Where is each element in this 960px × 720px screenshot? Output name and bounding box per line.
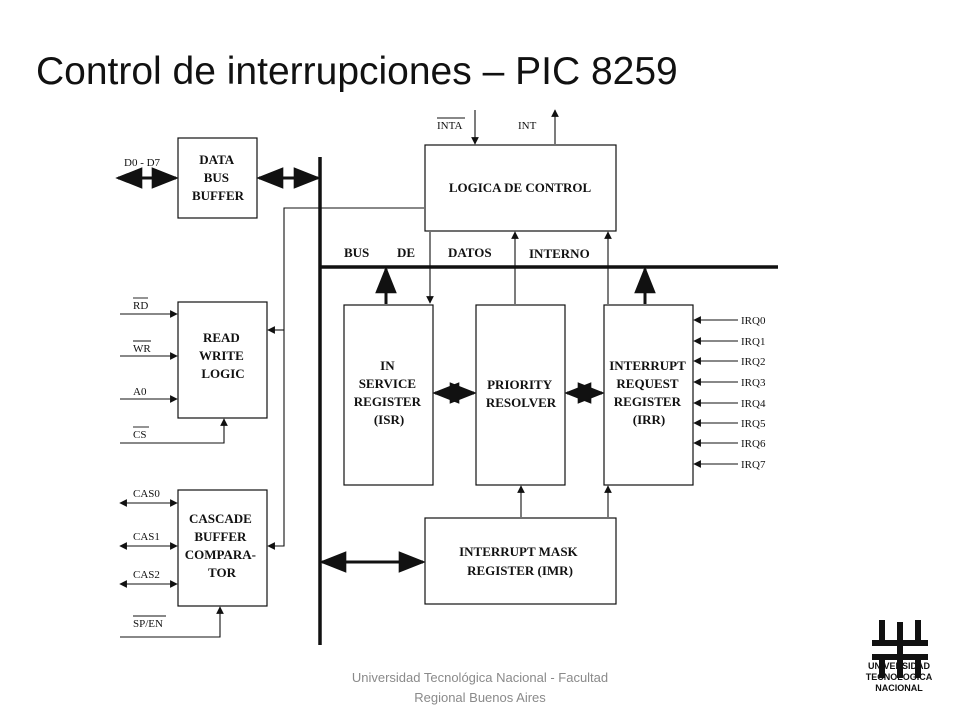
isr-block	[343, 304, 434, 486]
irq-label-1: IRQ1	[741, 336, 765, 348]
signal-inta: INTA	[437, 120, 462, 132]
priority-resolver-label: PRIORITY RESOLVER	[486, 377, 557, 410]
signal-cas1: CAS1	[133, 531, 160, 543]
bus-word-interno: INTERNO	[529, 246, 590, 261]
signal-wr: WR	[133, 343, 151, 355]
irq-label-7: IRQ7	[741, 459, 766, 471]
footer: Universidad Tecnológica Nacional - Facul…	[330, 668, 630, 708]
footer-line-2: Regional Buenos Aires	[414, 690, 546, 705]
logo-line-3: NACIONAL	[875, 683, 923, 693]
signal-int: INT	[518, 120, 537, 132]
signal-cas0: CAS0	[133, 488, 160, 500]
irr-block	[603, 304, 694, 486]
irq-label-0: IRQ0	[741, 315, 766, 327]
data-bus-buffer-label: DATA BUS BUFFER	[192, 152, 245, 203]
bus-word-de: DE	[397, 245, 415, 260]
irq-label-6: IRQ6	[741, 438, 766, 450]
imr-label: INTERRUPT MASK REGISTER (IMR)	[459, 544, 581, 578]
cascade-buffer-label: CASCADE BUFFER COMPARA- TOR	[185, 511, 260, 580]
irr-label: INTERRUPT REQUEST REGISTER (IRR)	[609, 358, 689, 427]
irq-input-arrows	[693, 316, 738, 468]
data-bus-arrows	[115, 167, 656, 573]
utn-logo-text: UNIVERSIDAD TECNOLOGICA NACIONAL	[844, 661, 954, 694]
control-logic-block	[424, 144, 617, 232]
signal-d0-d7: D0 - D7	[124, 157, 161, 169]
read-write-logic-block	[177, 301, 268, 419]
imr-block	[424, 517, 617, 605]
cascade-lines	[119, 499, 224, 638]
page-title: Control de interrupciones – PIC 8259	[36, 50, 678, 93]
irq-label-5: IRQ5	[741, 418, 766, 430]
bus-word-bus: BUS	[344, 245, 369, 260]
data-bus-buffer-block	[177, 137, 258, 219]
signal-sp-en: SP/EN	[133, 618, 163, 630]
priority-resolver-block	[475, 304, 566, 486]
internal-control-lines	[267, 109, 612, 550]
signal-cas2: CAS2	[133, 569, 160, 581]
footer-line-1: Universidad Tecnológica Nacional - Facul…	[351, 670, 609, 685]
control-logic-label: LOGICA DE CONTROL	[449, 180, 592, 195]
logo-line-2: TECNOLOGICA	[865, 672, 933, 682]
utn-logo-icon	[872, 620, 928, 678]
rw-input-arrows	[120, 310, 228, 444]
irq-label-4: IRQ4	[741, 398, 766, 410]
irq-label-3: IRQ3	[741, 377, 766, 389]
isr-label: IN SERVICE REGISTER (ISR)	[354, 358, 424, 427]
signal-cs: CS	[133, 429, 146, 441]
cascade-buffer-block	[177, 489, 268, 607]
signal-a0: A0	[133, 386, 147, 398]
signal-rd: RD	[133, 300, 148, 312]
bus-word-datos: DATOS	[448, 245, 492, 260]
logo-line-1: UNIVERSIDAD	[867, 661, 930, 671]
irq-label-2: IRQ2	[741, 356, 765, 368]
read-write-logic-label: READ WRITE LOGIC	[199, 330, 247, 381]
